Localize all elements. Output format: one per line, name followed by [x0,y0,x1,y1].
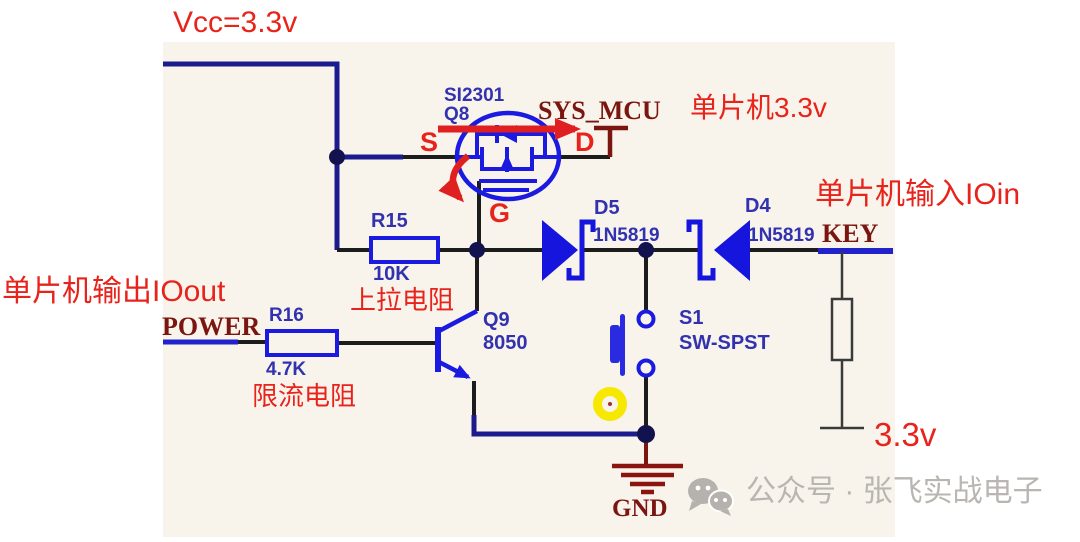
wire-bottom-return [471,415,646,437]
mcu-output-annotation: 单片机输出IOout [2,275,226,308]
transistor-q9 [435,309,479,379]
gate-pin-label: G [489,198,511,228]
diode-d4 [686,219,750,281]
net-label-gnd: GND [612,495,668,522]
current-limit-annotation: 限流电阻 [252,381,357,411]
watermark-text: 公众号 · 张飞实战电子 [746,475,1043,508]
net-label-key: KEY [822,219,879,248]
mcu-input-annotation: 单片机输入IOin [815,178,1021,211]
resistor-key-pulldown [830,297,854,362]
r15-ref-label: R15 [371,210,408,232]
r15-value-label: 10K [373,263,410,285]
junction-dot [637,425,655,443]
wire-vcc [163,61,340,250]
net-label-sysmcu: SYS_MCU [538,96,661,125]
net-label-power: POWER [162,312,261,341]
resistor-r16 [265,329,339,357]
source-pin-label: S [420,127,439,157]
wechat-icon [688,478,734,516]
gate-arrow [438,153,471,203]
schematic-sheet [163,42,895,537]
junction-dot [469,242,485,258]
vcc-annotation: Vcc=3.3v [173,6,298,39]
r16-value-label: 4.7K [266,359,307,380]
junction-dot [329,149,345,165]
r16-ref-label: R16 [269,305,304,326]
q9-part-label: 8050 [483,332,528,354]
diode-d5 [542,219,596,281]
highlight-ring [593,387,627,421]
mosfet-q8 [454,110,562,202]
d4-ref-label: D4 [745,195,771,217]
rail-33-annotation: 3.3v [874,416,937,453]
s1-ref-label: S1 [679,307,704,329]
q9-ref-label: Q9 [483,309,510,331]
d5-ref-label: D5 [594,197,620,219]
s1-part-label: SW-SPST [679,332,770,354]
d4-part-label: 1N5819 [748,225,815,246]
wire-key-resistor-leads [820,251,864,430]
resistor-r15 [369,236,440,264]
drain-pin-label: D [575,127,595,157]
gnd-symbol [612,463,683,495]
junction-dot [638,242,654,258]
q8-part-label: SI2301 [444,85,505,106]
d5-part-label: 1N5819 [593,225,660,246]
q8-ref-label: Q8 [444,104,470,125]
wire-sysmcu-stub [594,125,628,157]
switch-s1 [610,309,656,378]
pullup-annotation: 上拉电阻 [350,285,455,315]
mcu-power-annotation: 单片机3.3v [690,92,827,123]
